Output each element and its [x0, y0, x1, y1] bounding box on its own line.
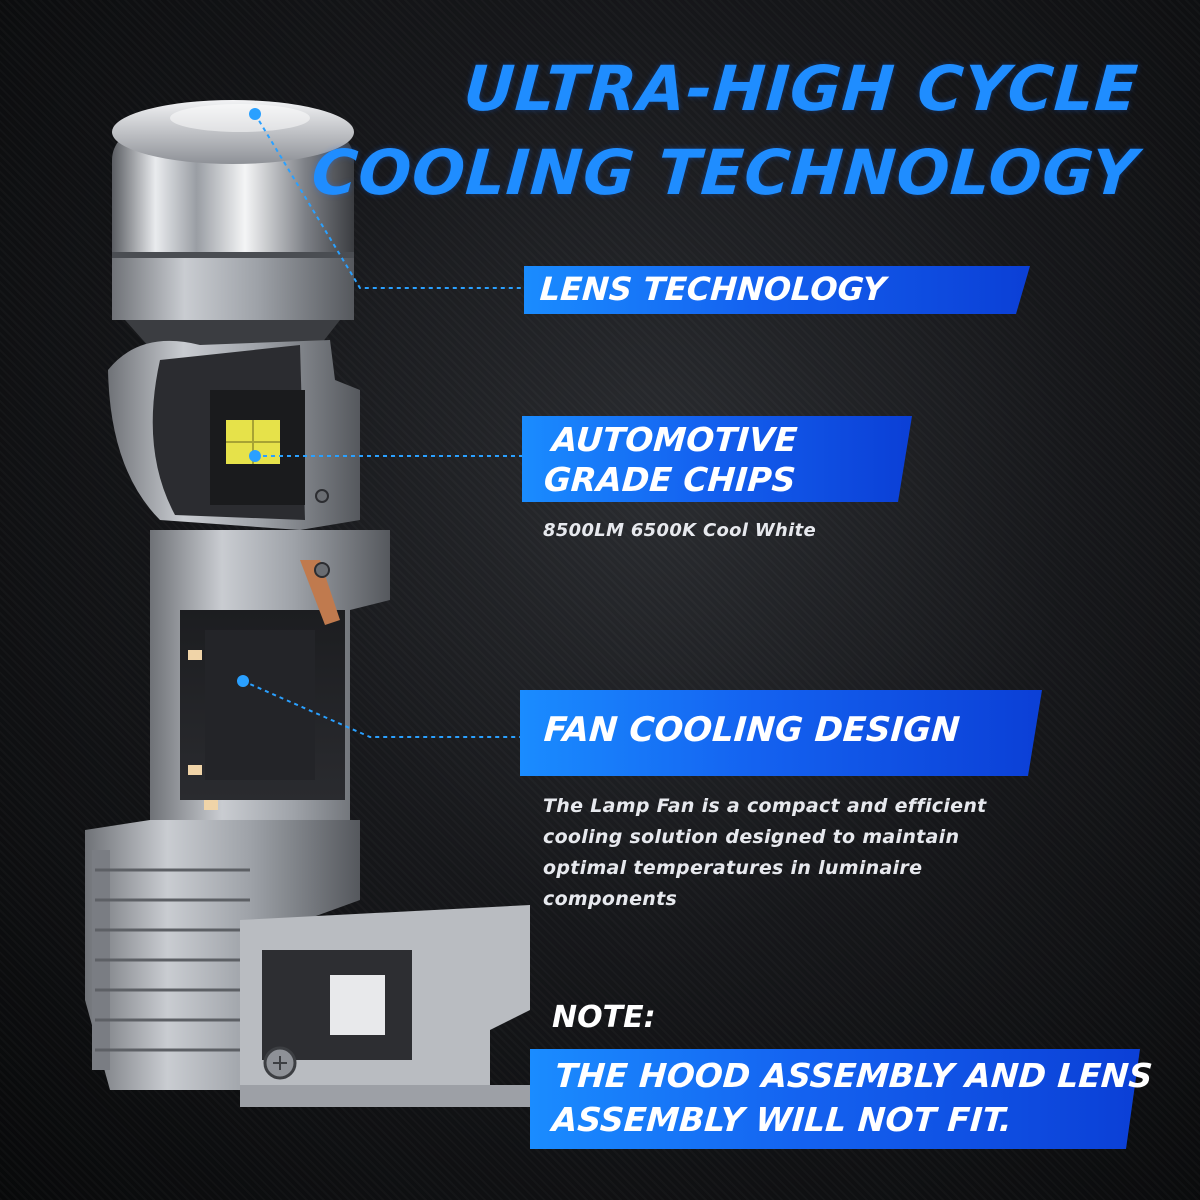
chips-title-line-1: AUTOMOTIVE [550, 420, 799, 459]
fan-marker-dot [237, 675, 249, 687]
main-body [150, 530, 390, 860]
chips-title-line-2: GRADE CHIPS [542, 460, 797, 499]
headline-line-2: COOLING TECHNOLOGY [309, 136, 1141, 209]
lens-marker-dot [249, 108, 261, 120]
chips-marker-dot [249, 450, 261, 462]
note-line-2: ASSEMBLY WILL NOT FIT. [550, 1100, 1014, 1139]
chips-spec: 8500LM 6500K Cool White [543, 520, 816, 541]
heat-sink [85, 820, 360, 1090]
fan-desc-line-2: cooling solution designed to maintain [543, 826, 960, 848]
fan-desc-line-1: The Lamp Fan is a compact and efficient [543, 795, 987, 817]
lens-technology-banner [524, 266, 1030, 314]
note-label: NOTE: [552, 1000, 656, 1035]
reflector-housing [108, 340, 360, 530]
note-line-1: THE HOOD ASSEMBLY AND LENS [553, 1056, 1154, 1095]
lens-technology-title: LENS TECHNOLOGY [538, 270, 888, 308]
chips-banner [522, 416, 912, 502]
lens-leader-line [254, 113, 525, 289]
fan-leader-line [242, 680, 525, 738]
connector-base [240, 905, 540, 1107]
fan-cooling-banner [520, 690, 1042, 776]
note-banner [530, 1049, 1140, 1149]
headline-line-1: ULTRA-HIGH CYCLE [461, 52, 1141, 125]
fan-cooling-title: FAN COOLING DESIGN [542, 710, 962, 750]
fan-desc-line-4: components [543, 888, 678, 910]
leader-lines [242, 113, 525, 738]
fan-desc-line-3: optimal temperatures in luminaire [543, 857, 923, 879]
